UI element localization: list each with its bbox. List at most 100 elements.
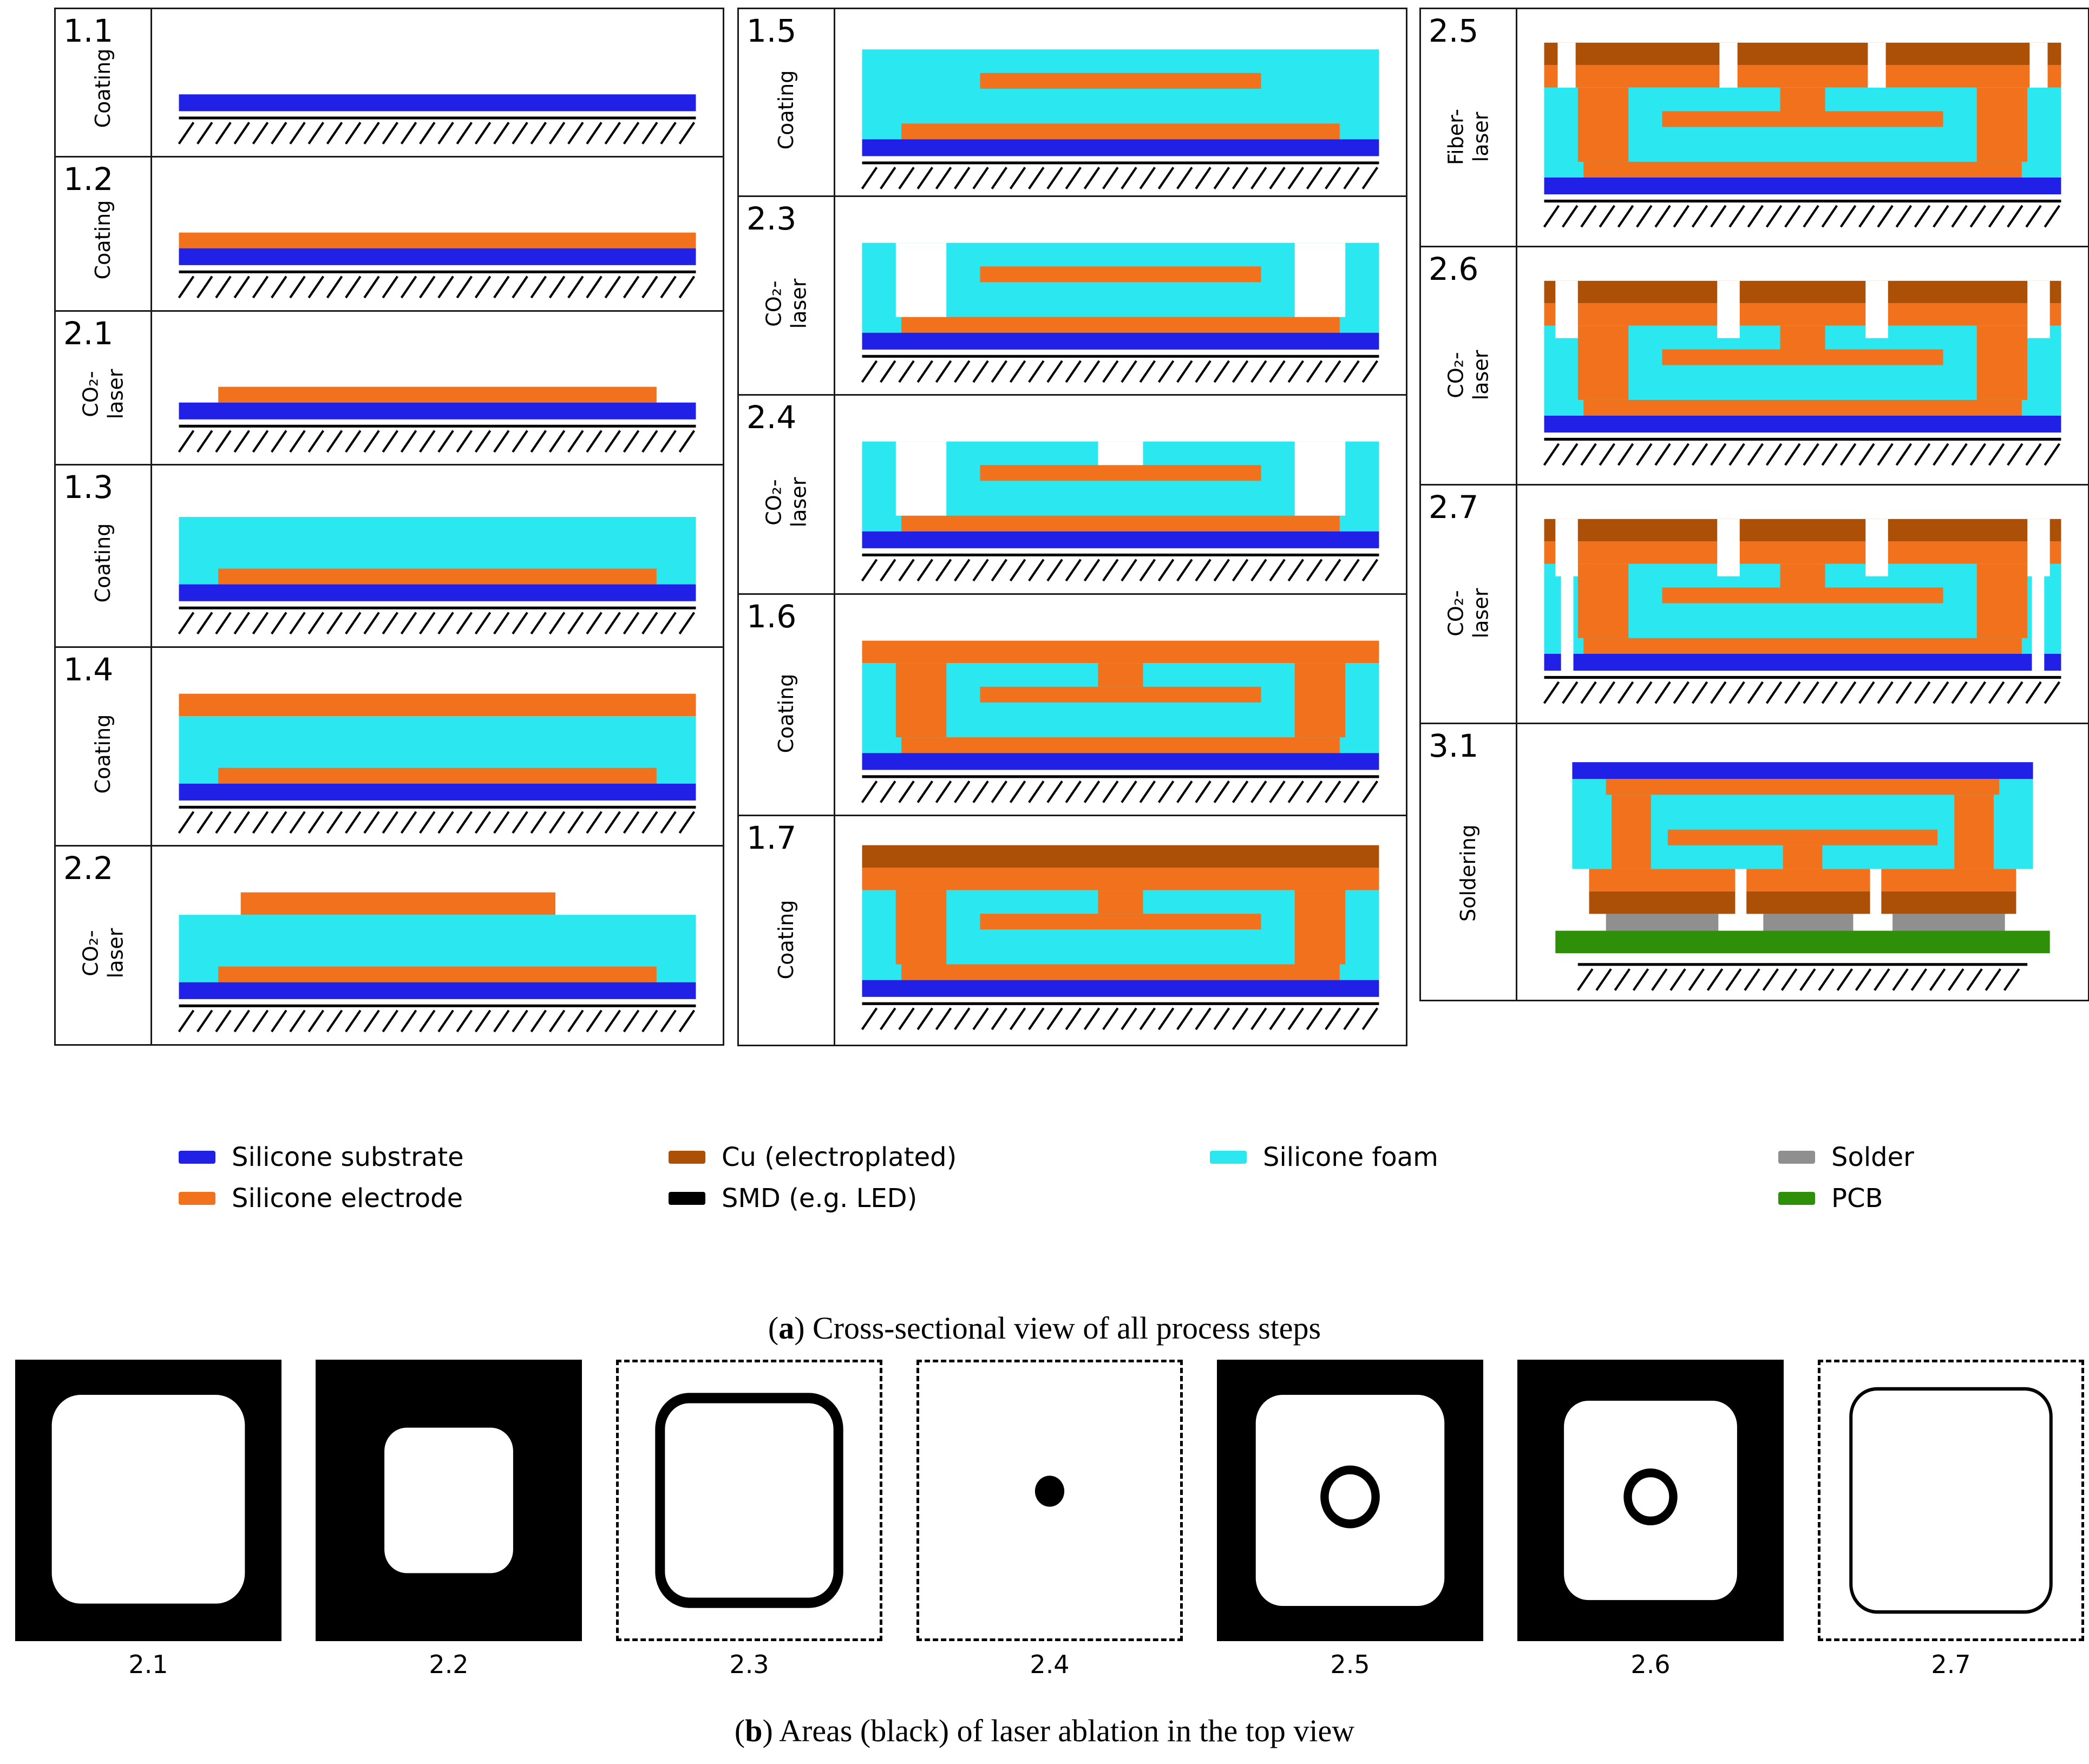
hatch-stroke — [456, 1009, 473, 1033]
hatch-stroke — [567, 122, 584, 145]
step-type-line: CO₂- — [761, 280, 785, 327]
layer-electrode — [862, 867, 1379, 890]
hatch-stroke — [326, 810, 343, 834]
hatch-stroke — [1577, 968, 1594, 991]
mask-area — [616, 1360, 882, 1641]
mask-area — [1517, 1360, 1784, 1641]
hatch-stroke — [1213, 360, 1230, 383]
caption-a: (a) Cross-sectional view of all process … — [0, 1310, 2089, 1346]
step-type-label: CO₂-laser — [1444, 588, 1493, 639]
legend-item: Cu (electroplated) — [669, 1137, 957, 1178]
mask-step-label: 2.5 — [1330, 1650, 1370, 1679]
layer-electrode — [980, 914, 1261, 930]
hatch-stroke — [954, 360, 971, 383]
step-type-label: Coating — [774, 674, 799, 753]
hatch-stroke — [567, 810, 584, 834]
hatch-stroke — [548, 430, 566, 453]
hatch-stroke — [1009, 1007, 1026, 1031]
step-number: 3.1 — [1429, 727, 1479, 764]
hatch-stroke — [1836, 968, 1854, 991]
hatch-stroke — [474, 612, 492, 635]
hatch-stroke — [512, 810, 528, 834]
hatch-stroke — [1651, 968, 1668, 991]
hatch-stroke — [991, 1007, 1008, 1031]
mask-svg — [316, 1360, 582, 1641]
hatch-stroke — [456, 122, 473, 145]
hatch-stroke — [916, 559, 933, 582]
ground-hatch — [861, 355, 1379, 383]
hatch-stroke — [935, 360, 952, 383]
hatch-stroke — [1636, 205, 1653, 228]
cross-section-drawing — [152, 9, 723, 156]
ground-hatch — [178, 606, 696, 635]
ground-hatch — [178, 1004, 696, 1033]
layer-electrode — [1662, 587, 1943, 604]
step-type-line: Coating — [774, 673, 798, 753]
cross-section-drawing — [1517, 486, 2088, 722]
layer-substrate — [179, 94, 696, 112]
hatch-stroke — [1877, 443, 1894, 466]
layer-electrode — [1544, 65, 2061, 88]
step-type-label: CO₂-laser — [762, 278, 811, 329]
hatch-stroke — [1988, 681, 2005, 704]
hatch-stroke — [1765, 443, 1783, 466]
hatch-stroke — [400, 1009, 417, 1033]
step-type-line: laser — [1468, 588, 1492, 639]
hatch-stroke — [898, 167, 915, 189]
hatch-stroke — [1910, 968, 1928, 991]
hatch-stroke — [512, 1009, 528, 1033]
ablation-cut — [1557, 42, 1576, 88]
layer-electrode — [1780, 87, 1825, 112]
step-type-line: CO₂- — [1443, 590, 1468, 637]
hatch-stroke — [1065, 1007, 1082, 1031]
hatch-stroke — [345, 810, 362, 834]
hatch-stroke — [233, 122, 250, 145]
ablated-region — [1320, 1465, 1380, 1529]
hatch-stroke — [512, 612, 528, 635]
layer-electrode — [1780, 326, 1825, 350]
layer-electrode — [1294, 663, 1346, 738]
hatch-stroke — [1325, 167, 1341, 189]
ablation-mask-2.2: 2.2 — [316, 1360, 582, 1679]
hatch-stroke — [289, 430, 306, 453]
hatch-stroke — [1213, 559, 1230, 582]
hatch-stroke — [972, 559, 989, 582]
layer-electrode — [1662, 111, 1943, 127]
hatch-stroke — [861, 1007, 878, 1031]
mask-area — [1818, 1360, 2084, 1641]
hatch-stroke — [1195, 559, 1212, 582]
cross-section-drawing — [835, 816, 1406, 1045]
hatch-stroke — [991, 360, 1008, 383]
layer-electrode — [1881, 868, 2016, 891]
hatch-stroke — [271, 122, 287, 145]
hatch-stroke — [1361, 167, 1379, 189]
hatch-stroke — [400, 810, 417, 834]
ablation-cut — [1865, 519, 1888, 577]
layer-electrode — [218, 568, 657, 585]
hatch-stroke — [382, 1009, 399, 1033]
caption-b-paren: ( — [734, 1713, 745, 1748]
hatch-stroke — [1232, 167, 1249, 189]
hatch-stroke — [493, 1009, 510, 1033]
mask-svg — [1217, 1360, 1483, 1641]
ablation-mask-2.1: 2.1 — [15, 1360, 281, 1679]
hatch-stroke — [1046, 360, 1063, 383]
hatch-stroke — [1157, 1007, 1175, 1031]
step-type-label: CO₂-laser — [762, 477, 811, 528]
hatch-stroke — [456, 810, 473, 834]
mask-step-label: 2.7 — [1931, 1650, 1971, 1679]
hatch-stroke — [512, 276, 528, 299]
legend-item: Silicone substrate — [179, 1137, 464, 1178]
hatch-stroke — [530, 810, 547, 834]
hatch-stroke — [1744, 968, 1760, 991]
layer-electrode — [1954, 794, 1994, 869]
hatch-stroke — [1784, 205, 1801, 228]
hatch-stroke — [586, 430, 603, 453]
hatch-stroke — [954, 167, 971, 189]
hatch-stroke — [1562, 205, 1579, 228]
mask-svg — [1517, 1360, 1784, 1641]
hatch-stroke — [1543, 205, 1560, 228]
